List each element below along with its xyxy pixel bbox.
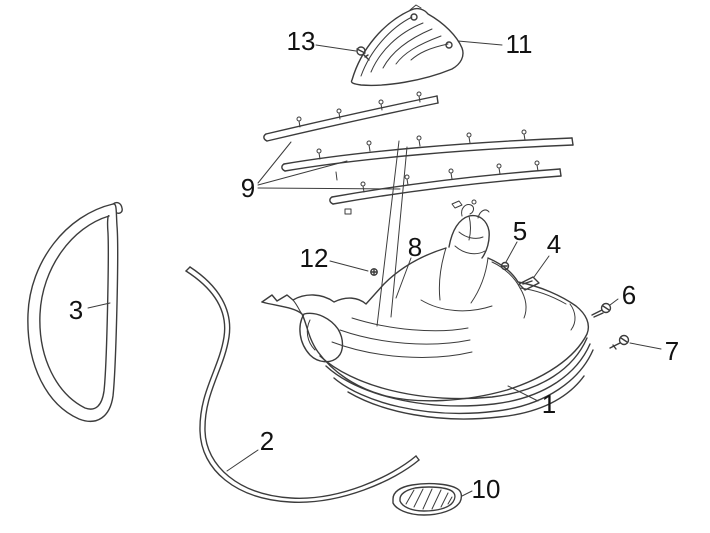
leader-2 (226, 449, 259, 472)
part-12-fastener (370, 268, 378, 276)
part-7-screw (609, 334, 630, 350)
callout-13: 13 (286, 26, 316, 56)
part-10-tray (392, 482, 463, 516)
top-cover-ribs (360, 4, 449, 77)
part-9-rails (263, 91, 574, 215)
part-13-screw (356, 46, 370, 61)
front-apron (299, 312, 344, 363)
cover-fastener-post (445, 41, 453, 49)
leader-10 (461, 490, 473, 497)
leader-9b (257, 160, 348, 186)
leader-7 (629, 342, 662, 350)
callout-4: 4 (546, 229, 562, 259)
leader-1 (507, 385, 539, 402)
callout-9: 9 (240, 173, 256, 203)
callout-10: 10 (471, 474, 501, 504)
panel-detail-lines (292, 247, 576, 358)
leader-5 (505, 241, 518, 263)
center-tower (448, 199, 490, 259)
callout-11: 11 (505, 29, 533, 59)
part-8-alignment-lines (376, 140, 408, 327)
leader-6 (609, 298, 619, 306)
part-6-screw (591, 302, 612, 318)
rail-middle (281, 129, 574, 181)
part-3-seal-loop (27, 201, 123, 423)
leader-13 (315, 44, 357, 52)
leader-3 (87, 302, 111, 309)
leader-9c (257, 187, 401, 190)
leader-12 (329, 260, 369, 272)
leader-9a (257, 141, 292, 184)
callout-5: 5 (512, 216, 528, 246)
part-2-trim-strip (185, 266, 420, 503)
skirt-layers (319, 337, 594, 420)
callout-3: 3 (68, 295, 84, 325)
leader-11 (457, 40, 503, 46)
callout-2: 2 (259, 426, 275, 456)
rail-top (263, 91, 439, 142)
rail-bottom (329, 160, 562, 215)
part-4-clip (518, 276, 540, 291)
callout-6: 6 (621, 280, 637, 310)
leader-4 (533, 255, 550, 278)
cover-fastener-post (410, 13, 418, 21)
leader-8 (395, 257, 412, 299)
part-1-floor-panel (261, 199, 594, 420)
callout-1: 1 (541, 389, 557, 419)
callout-12: 12 (299, 243, 329, 273)
callout-7: 7 (664, 336, 680, 366)
tray-hatching (405, 488, 453, 510)
part-5-fastener (500, 261, 510, 271)
callout-8: 8 (407, 232, 423, 262)
part-11-top-cover (350, 4, 464, 87)
leader-lines (87, 40, 662, 497)
